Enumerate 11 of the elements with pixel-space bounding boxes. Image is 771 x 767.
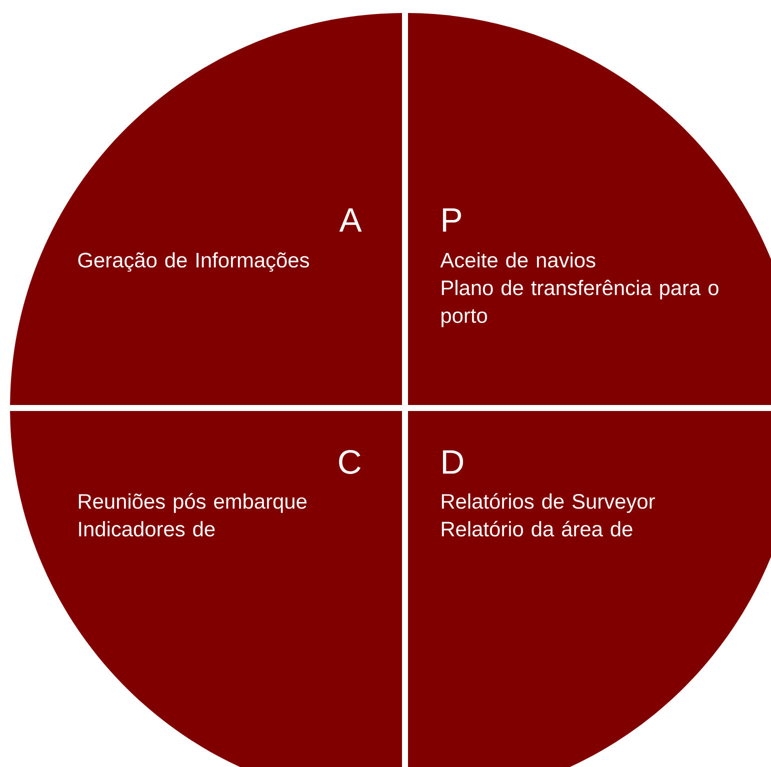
quadrant-letter: A bbox=[339, 208, 362, 232]
quadrant-letter: C bbox=[339, 450, 361, 474]
quadrant-text: Reuniões pós embarque bbox=[78, 493, 306, 513]
quadrant-text: Aceite de navios bbox=[440, 252, 596, 268]
quadrant-text: Relatórios de Surveyor bbox=[442, 493, 655, 513]
quadrant-text: Geração de Informações bbox=[78, 252, 309, 272]
quadrant-letter: D bbox=[442, 450, 464, 474]
quadrant-text: Plano de transferência para o porto bbox=[442, 280, 718, 328]
quadrant-text: Relatório da área de bbox=[442, 520, 632, 536]
quadrant-letter: P bbox=[442, 208, 462, 232]
quadrant-text: Indicadores de bbox=[79, 521, 215, 536]
